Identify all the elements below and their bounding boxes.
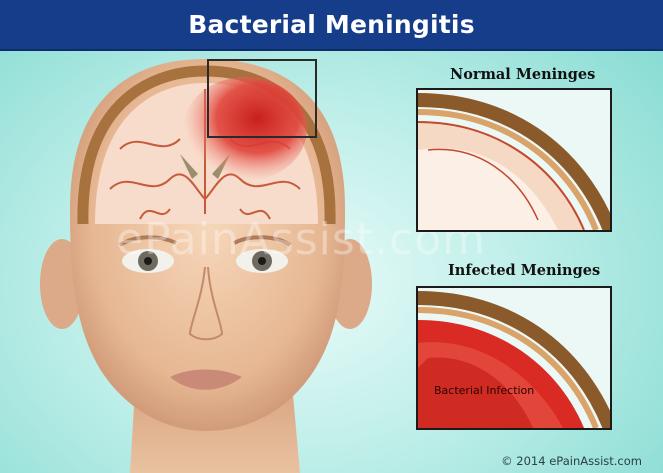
title-bar: Bacterial Meningitis [0, 0, 663, 51]
infected-meninges-label: Infected Meninges [448, 262, 600, 279]
page-title: Bacterial Meningitis [188, 10, 475, 39]
infected-meninges-svg [418, 288, 610, 428]
normal-meninges-panel [416, 88, 612, 232]
copyright-text: © 2014 ePainAssist.com [501, 454, 642, 468]
normal-meninges-svg [418, 90, 610, 230]
zoom-highlight-box [207, 59, 317, 138]
bacterial-infection-label: Bacterial Infection [434, 384, 534, 397]
infected-meninges-panel: Bacterial Infection [416, 286, 612, 430]
normal-meninges-label: Normal Meninges [450, 66, 595, 83]
